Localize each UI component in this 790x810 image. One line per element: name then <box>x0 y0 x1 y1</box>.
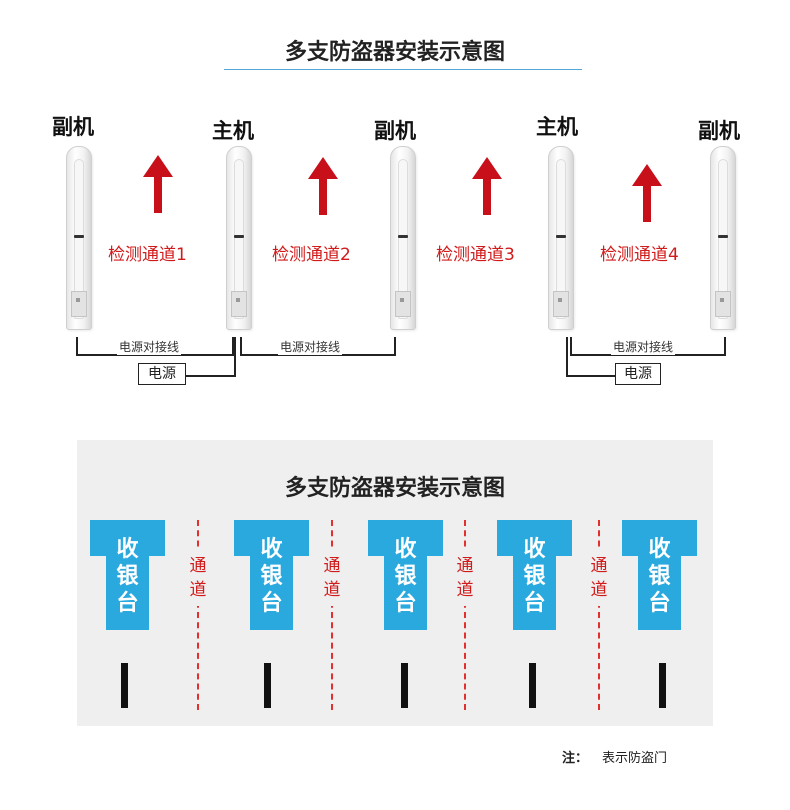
aisle-label-1: 通道 <box>183 550 213 606</box>
aisle-divider-3 <box>464 520 466 710</box>
aisle-label-4: 通道 <box>584 550 614 606</box>
wire-bracket-3 <box>570 337 726 356</box>
power-wire-horizontal-1 <box>184 375 236 377</box>
gate-bar-icon <box>529 663 536 708</box>
counter-label: 收银台 <box>116 537 139 616</box>
gate-pillar-3 <box>390 146 416 330</box>
red-up-arrow-icon <box>472 157 502 215</box>
power-wire-vertical-1 <box>234 337 236 377</box>
wire-label-1: 电源对接线 <box>117 338 182 355</box>
role-label-slave-3: 副机 <box>698 119 740 143</box>
aisle-divider-4 <box>598 520 600 710</box>
role-label-slave-1: 副机 <box>52 115 94 139</box>
aisle-label-3: 通道 <box>450 550 480 606</box>
gate-bar-icon <box>401 663 408 708</box>
counter-label: 收银台 <box>648 537 671 616</box>
note-text: 表示防盗门 <box>602 751 668 766</box>
channel-label-3: 检测通道3 <box>436 245 515 265</box>
channel-label-4: 检测通道4 <box>600 245 679 265</box>
role-label-slave-2: 副机 <box>374 119 416 143</box>
cashier-counter-1: 收银台 <box>90 520 165 630</box>
gate-bar-icon <box>264 663 271 708</box>
cashier-counter-4: 收银台 <box>497 520 572 630</box>
top-title: 多支防盗器安装示意图 <box>284 40 505 65</box>
power-supply-box-2: 电源 <box>615 363 661 385</box>
wire-bracket-1 <box>76 337 234 356</box>
title-underline <box>224 69 582 70</box>
channel-label-1: 检测通道1 <box>108 245 187 265</box>
role-label-master-2: 主机 <box>536 115 578 139</box>
power-supply-box-1: 电源 <box>138 363 186 385</box>
red-up-arrow-icon <box>308 157 338 215</box>
aisle-divider-1 <box>197 520 199 710</box>
bottom-title: 多支防盗器安装示意图 <box>284 476 505 501</box>
wire-label-2: 电源对接线 <box>278 338 343 355</box>
gate-pillar-5 <box>710 146 736 330</box>
channel-label-2: 检测通道2 <box>272 245 351 265</box>
gate-pillar-1 <box>66 146 92 330</box>
gate-bar-icon <box>659 663 666 708</box>
role-label-master-1: 主机 <box>212 119 254 143</box>
red-up-arrow-icon <box>143 155 173 213</box>
counter-label: 收银台 <box>260 537 283 616</box>
cashier-counter-3: 收银台 <box>368 520 443 630</box>
counter-label: 收银台 <box>523 537 546 616</box>
cashier-counter-5: 收银台 <box>622 520 697 630</box>
gate-bar-icon <box>121 663 128 708</box>
aisle-divider-2 <box>331 520 333 710</box>
red-up-arrow-icon <box>632 164 662 222</box>
counter-label: 收银台 <box>394 537 417 616</box>
legend-note: 注： 表示防盗门 <box>562 747 667 766</box>
power-wire-horizontal-2 <box>566 375 616 377</box>
gate-pillar-2 <box>226 146 252 330</box>
cashier-counter-2: 收银台 <box>234 520 309 630</box>
wire-label-3: 电源对接线 <box>611 338 676 355</box>
aisle-label-2: 通道 <box>317 550 347 606</box>
gate-pillar-4 <box>548 146 574 330</box>
note-label: 注： <box>562 751 589 766</box>
power-wire-vertical-2 <box>566 337 568 377</box>
wire-bracket-2 <box>240 337 396 356</box>
